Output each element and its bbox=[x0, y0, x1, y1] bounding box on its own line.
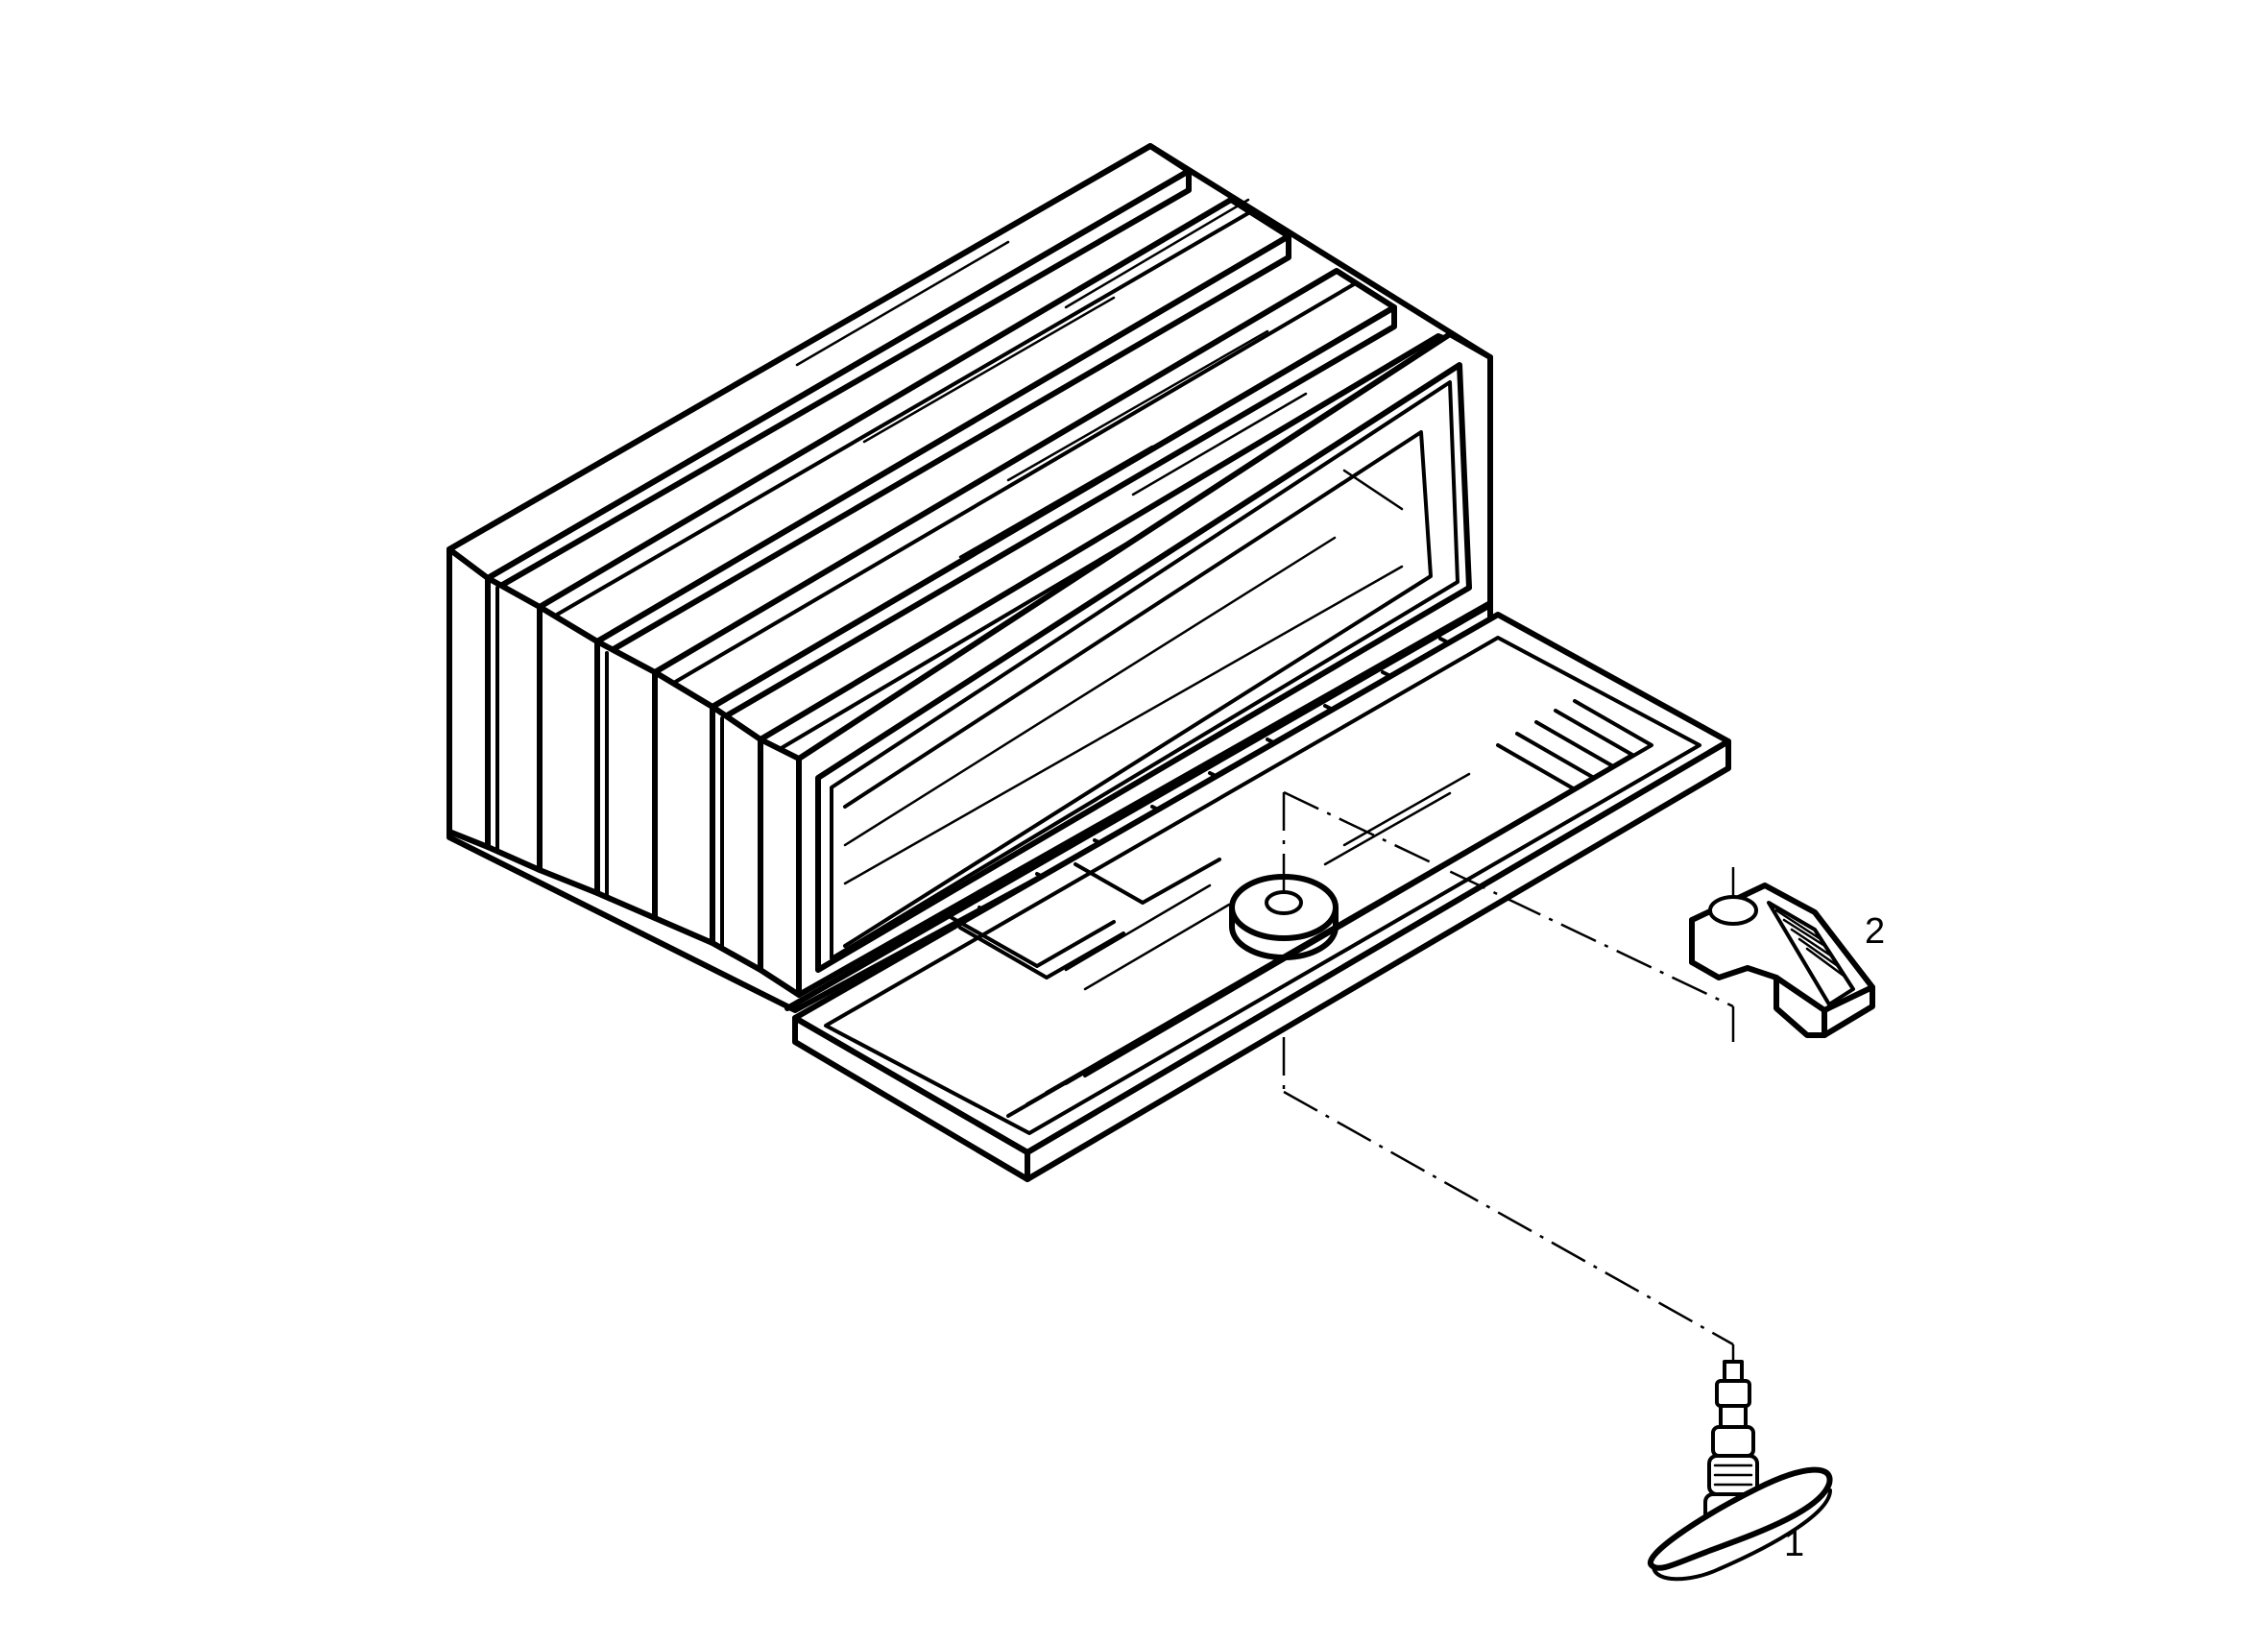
callout-label-1: 1 bbox=[1784, 1524, 1804, 1564]
assembly-center-lines bbox=[1282, 790, 1735, 1362]
callout-label-2: 2 bbox=[1865, 911, 1885, 952]
box-top-ribs bbox=[446, 143, 1493, 751]
tool-box-body bbox=[446, 143, 1731, 1182]
t-handle-part bbox=[1647, 1360, 1833, 1582]
box-side-panels bbox=[446, 546, 802, 998]
box-front-opening bbox=[796, 331, 1493, 998]
latch-hook-part bbox=[1689, 883, 1875, 1038]
